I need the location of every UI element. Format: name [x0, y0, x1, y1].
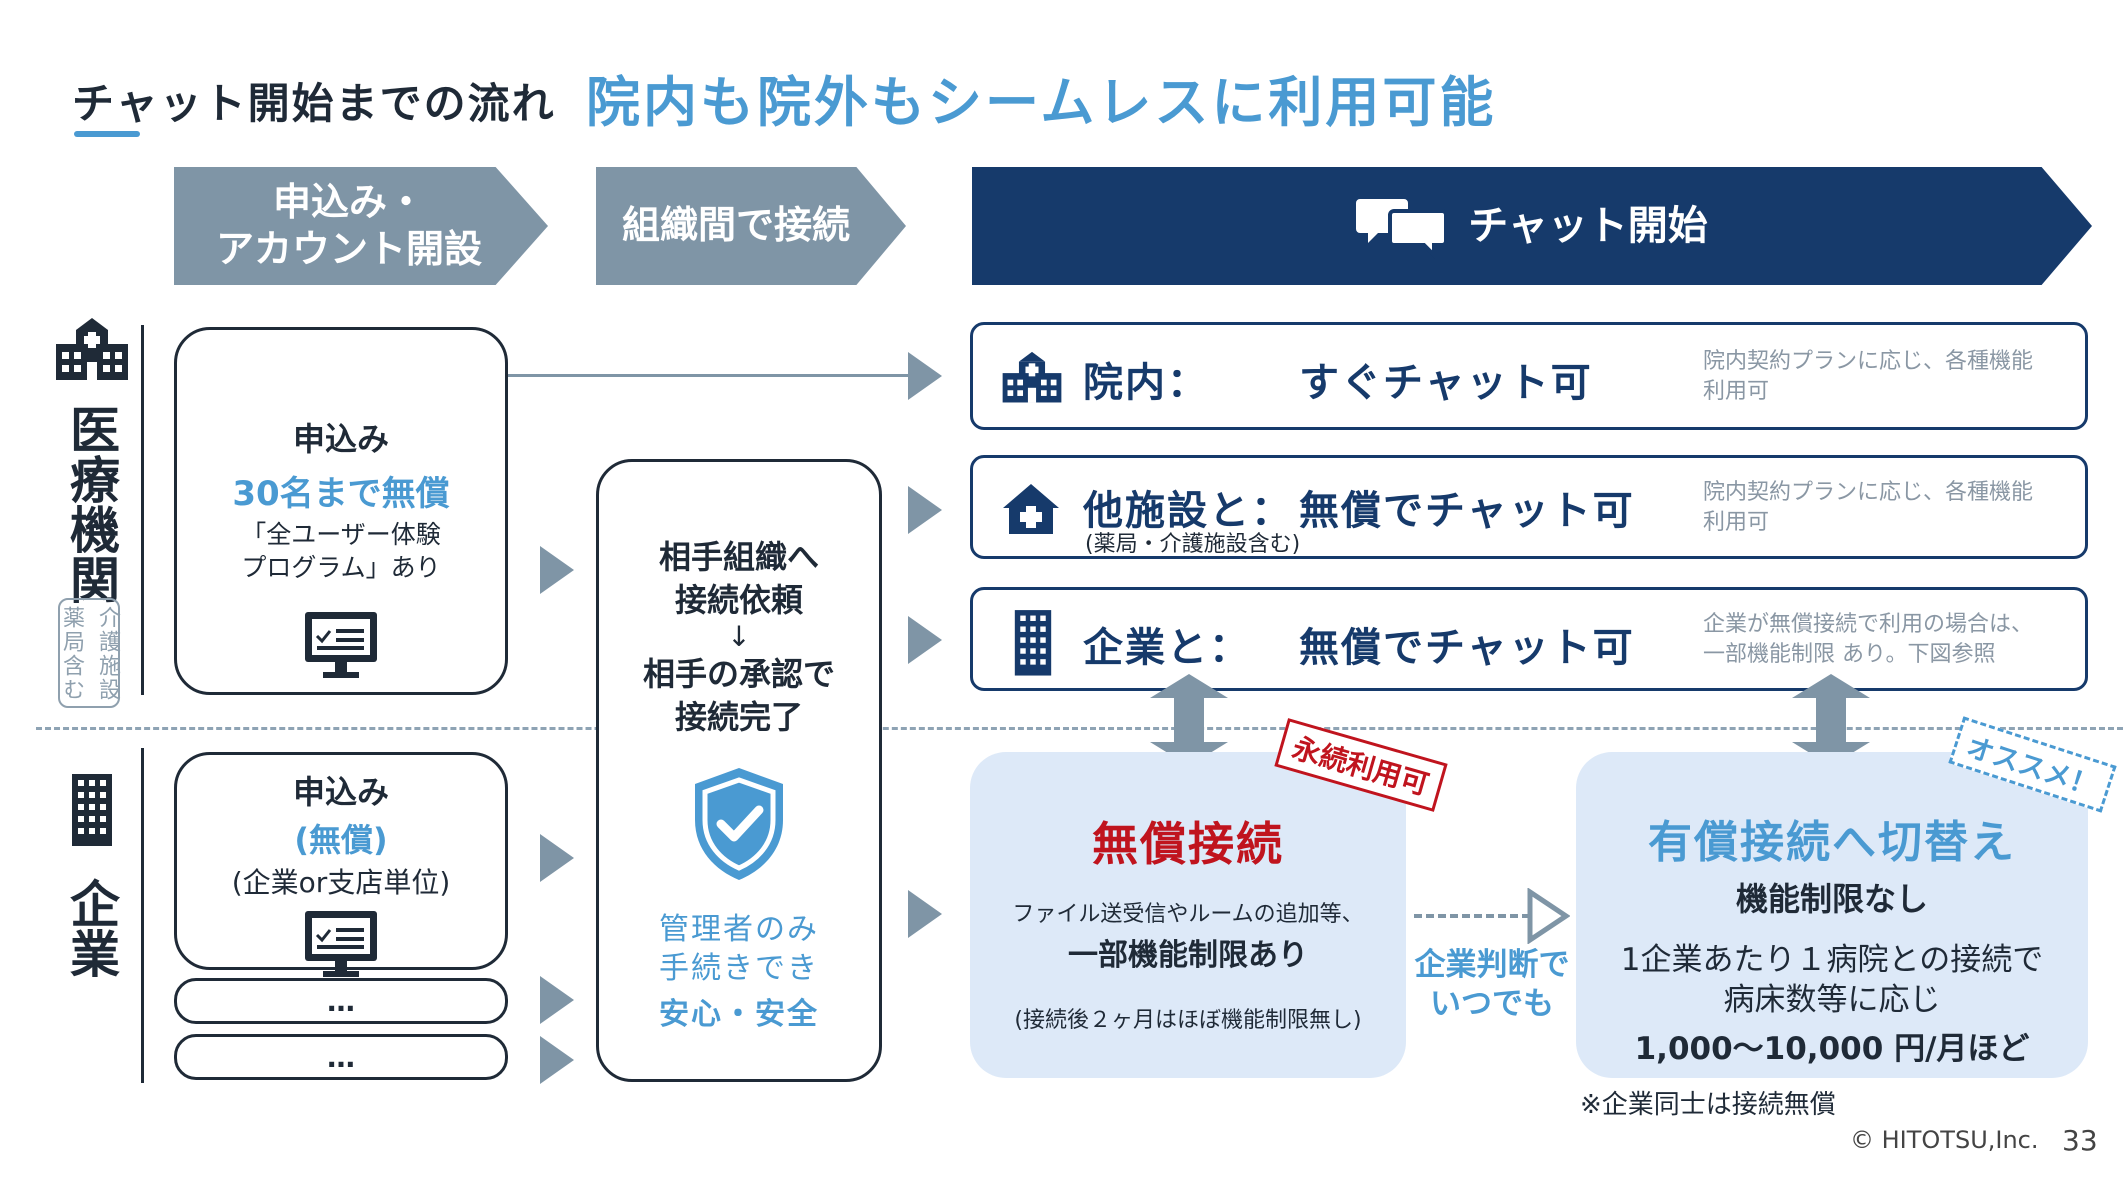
free-connection-desc: ファイル送受信やルームの追加等、: [1012, 902, 1364, 927]
medical-org-sublabel: 介護施設 薬局含む: [58, 598, 120, 708]
company-apply-note: (企業or支店単位): [231, 866, 451, 899]
free-connection-card: 無償接続 ファイル送受信やルームの追加等、 一部機能制限あり (接続後２ヶ月はほ…: [970, 752, 1406, 1078]
step-apply-label: 申込み・ アカウント開設: [215, 179, 482, 272]
direct-arrow-line: [508, 374, 912, 377]
medical-apply-title: 申込み: [292, 420, 389, 458]
row-value: すぐチャット可: [1299, 360, 1593, 406]
house-icon: [1003, 484, 1059, 534]
paid-connection-price: 1,000〜10,000 円/月ほど: [1634, 1030, 2030, 1067]
connect-process-card: 相手組織へ 接続依頼 ↓ 相手の承認で 接続完了 管理者のみ 手続きでき 安心・…: [596, 459, 882, 1082]
more-item-pill: …: [174, 978, 508, 1024]
free-connection-limit: 一部機能制限あり: [1068, 938, 1308, 973]
connect-complete-text: 相手の承認で 接続完了: [642, 655, 835, 737]
arrow-right-icon: [540, 546, 574, 594]
arrow-right-icon: [908, 486, 942, 534]
step-chat-label: チャット開始: [1468, 203, 1708, 249]
hospital-icon: [56, 318, 128, 380]
footnote: ※企業同士は接続無償: [1580, 1090, 1836, 1120]
connect-down-arrow: ↓: [727, 620, 751, 654]
hospital-icon: [1002, 351, 1062, 403]
chat-bubbles-icon: [1356, 199, 1449, 259]
page-number: 33: [2062, 1124, 2098, 1157]
step-chat-chevron: チャット開始: [972, 167, 2092, 285]
arrow-right-icon: [540, 1036, 574, 1084]
arrow-right-icon: [908, 352, 942, 400]
company-org-label: 企業: [62, 878, 120, 978]
paid-connection-subtitle: 機能制限なし: [1735, 880, 1928, 918]
row-value: 無償でチャット可: [1299, 625, 1635, 671]
copyright: © HITOTSU,Inc.: [1850, 1126, 2039, 1154]
result-row-company: 企業と： 無償でチャット可 企業が無償接続で利用の場合は、 一部機能制限 あり。…: [970, 587, 2088, 691]
paid-connection-card: 有償接続へ切替え 機能制限なし 1企業あたり１病院との接続で 病床数等に応じ 1…: [1576, 752, 2088, 1078]
step-connect-label: 組織間で接続: [621, 203, 850, 248]
medical-org-label: 医療機関: [62, 404, 120, 604]
page-title: 院内も院外もシームレスに利用可能: [586, 71, 1497, 134]
arrow-right-icon: [540, 976, 574, 1024]
arrow-right-icon: [908, 616, 942, 664]
medical-apply-note: 「全ユーザー体験 プログラム」あり: [241, 520, 441, 582]
row-value: 無償でチャット可: [1299, 488, 1635, 534]
row-note: 院内契約プランに応じ、各種機能 利用可: [1703, 349, 2034, 404]
row-note: 院内契約プランに応じ、各種機能 利用可: [1703, 480, 2034, 535]
connect-admin-note: 管理者のみ 手続きでき: [659, 911, 819, 987]
medical-apply-card: 申込み 30名まで無償 「全ユーザー体験 プログラム」あり: [174, 327, 508, 695]
double-arrow-icon: [1792, 674, 1870, 766]
section-separator: [36, 727, 2123, 730]
step-apply-chevron: 申込み・ アカウント開設: [174, 167, 548, 285]
computer-monitor-icon: [305, 612, 377, 678]
row-sub: (薬局・介護施設含む): [1085, 532, 1301, 557]
security-shield-icon: [695, 767, 783, 880]
double-arrow-icon: [1150, 674, 1228, 766]
row-label: 院内：: [1083, 360, 1209, 406]
result-row-inhouse: 院内： すぐチャット可 院内契約プランに応じ、各種機能 利用可: [970, 322, 2088, 430]
company-bracket-line: [141, 748, 144, 1083]
row-note: 企業が無償接続で利用の場合は、 一部機能制限 あり。下図参照: [1703, 612, 2034, 667]
medical-apply-highlight: 30名まで無償: [232, 474, 450, 514]
company-apply-title: 申込み: [292, 773, 389, 811]
row-label: 企業と：: [1083, 625, 1251, 671]
arrow-right-icon: [540, 834, 574, 882]
paid-connection-desc: 1企業あたり１病院との接続で 病床数等に応じ: [1620, 942, 2044, 1019]
free-connection-title: 無償接続: [1092, 817, 1284, 871]
computer-monitor-icon: [305, 911, 377, 977]
company-apply-card: 申込み (無償) (企業or支店単位): [174, 752, 508, 977]
medical-sub-col1: 介護施設: [95, 606, 120, 702]
office-building-icon: [1014, 610, 1052, 676]
medical-bracket-line: [141, 325, 144, 695]
office-building-icon: [72, 774, 112, 846]
paid-connection-title: 有償接続へ切替え: [1648, 817, 2016, 868]
free-connection-note: (接続後２ヶ月はほぼ機能制限無し): [1014, 1008, 1362, 1033]
connect-safe-note: 安心・安全: [659, 996, 819, 1032]
result-row-other-facility: 他施設と： 無償でチャット可 (薬局・介護施設含む) 院内契約プランに応じ、各種…: [970, 455, 2088, 559]
switch-anytime-label: 企業判断で いつでも: [1414, 947, 1570, 1022]
switch-dashed-arrow: [1414, 914, 1530, 918]
arrow-right-icon: [908, 890, 942, 938]
more-item-pill: …: [174, 1034, 508, 1080]
section-title: チャット開始までの流れ: [72, 79, 556, 128]
arrow-right-outline-icon: [1527, 888, 1570, 944]
title-underline: [74, 131, 140, 137]
medical-sub-col2: 薬局含む: [59, 606, 84, 702]
row-label: 他施設と：: [1083, 488, 1293, 534]
company-apply-highlight: (無償): [294, 821, 388, 859]
connect-request-text: 相手組織へ 接続依頼: [658, 538, 819, 620]
step-connect-chevron: 組織間で接続: [596, 167, 906, 285]
